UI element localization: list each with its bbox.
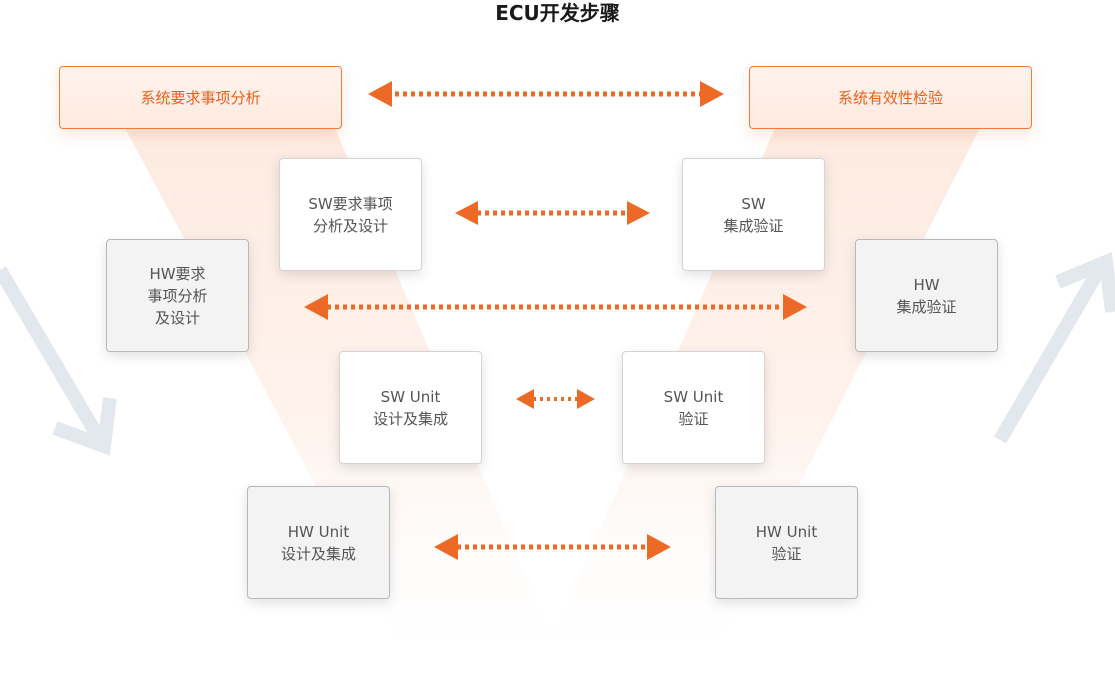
arrow-sw-level <box>455 201 650 225</box>
box-label-line: 事项分析 <box>147 286 208 305</box>
box-label-line: 设计及集成 <box>372 409 448 428</box>
down-right-arrow-icon <box>0 266 117 456</box>
arrow-system-level <box>368 81 724 107</box>
box-label-line: SW要求事项 <box>308 194 393 213</box>
box-sw-unit-verification: SW Unit 验证 <box>622 351 765 464</box>
box-hw-unit-verification: HW Unit 验证 <box>715 486 858 599</box>
box-sw-integration-verification: SW 集成验证 <box>682 158 825 271</box>
box-hw-unit-design-integration: HW Unit 设计及集成 <box>247 486 390 599</box>
box-sw-unit-design-integration: SW Unit 设计及集成 <box>339 351 482 464</box>
box-label-line: SW Unit <box>380 387 441 406</box>
box-label-line: 系统要求事项分析 <box>140 88 261 107</box>
box-label-line: SW Unit <box>663 387 724 406</box>
box-label-line: 集成验证 <box>723 216 784 235</box>
box-label-line: HW要求 <box>149 264 206 283</box>
box-label-line: 设计及集成 <box>280 544 356 563</box>
box-label-line: 集成验证 <box>896 297 957 316</box>
box-hw-requirements-analysis-design: HW要求 事项分析 及设计 <box>106 239 249 352</box>
box-label-line: SW <box>741 194 766 213</box>
box-label-line: HW Unit <box>755 522 818 541</box>
box-label-line: 系统有效性检验 <box>837 88 943 107</box>
box-label-line: 分析及设计 <box>312 216 388 235</box>
up-right-arrow-icon <box>993 251 1115 444</box>
box-label-line: HW Unit <box>287 522 350 541</box>
box-system-validation: 系统有效性检验 <box>749 66 1032 129</box>
box-label-line: HW <box>913 275 940 294</box>
arrow-hw-level <box>304 294 807 320</box>
arrow-hw-unit-level <box>434 534 671 560</box>
box-label-line: 及设计 <box>154 308 200 327</box>
arrow-sw-unit-level <box>516 389 595 409</box>
page-title: ECU开发步骤 <box>495 1 620 25</box>
box-sw-requirements-analysis-design: SW要求事项 分析及设计 <box>279 158 422 271</box>
box-label-line: 验证 <box>771 544 802 563</box>
box-hw-integration-verification: HW 集成验证 <box>855 239 998 352</box>
box-label-line: 验证 <box>678 409 709 428</box>
box-system-requirements-analysis: 系统要求事项分析 <box>59 66 342 129</box>
